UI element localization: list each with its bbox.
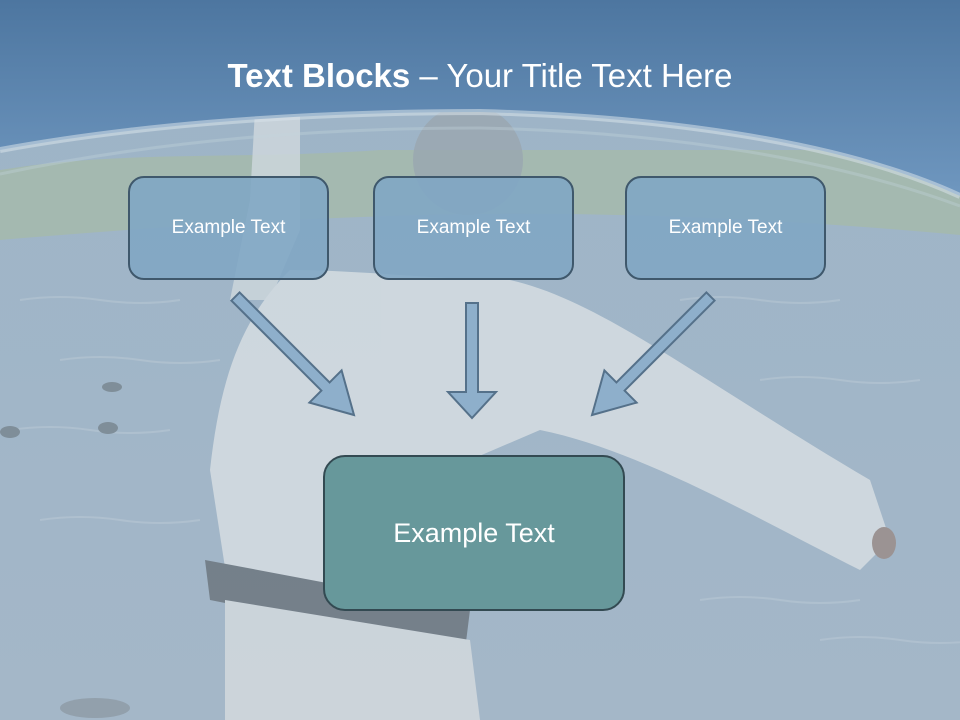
arrow-right-to-target (590, 290, 717, 417)
target-text-block[interactable]: Example Text (323, 455, 625, 611)
text-block-right[interactable]: Example Text (625, 176, 826, 280)
text-block-center[interactable]: Example Text (373, 176, 574, 280)
arrow-left-to-target (229, 290, 356, 417)
arrow-center-to-target (445, 302, 499, 420)
target-text-block-label: Example Text (393, 517, 555, 548)
text-block-center-label: Example Text (416, 217, 531, 238)
text-block-left[interactable]: Example Text (128, 176, 329, 280)
slide-title: Text Blocks – Your Title Text Here (0, 56, 960, 96)
text-block-right-label: Example Text (668, 217, 783, 238)
title-rest: – Your Title Text Here (410, 57, 733, 94)
title-bold: Text Blocks (227, 57, 411, 94)
text-block-left-label: Example Text (171, 217, 286, 238)
